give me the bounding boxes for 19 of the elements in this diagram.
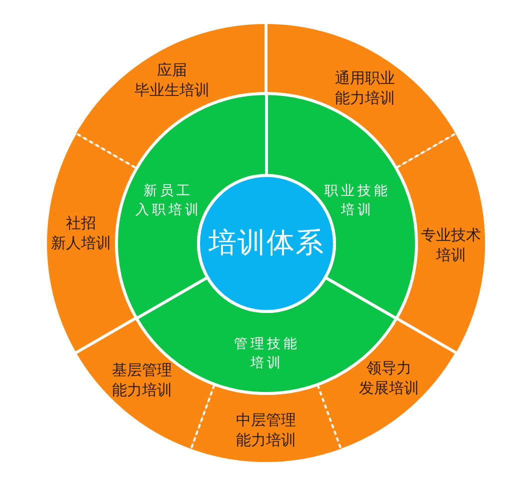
segment-text: 通用职业能力培训 [335,68,395,108]
segment-text: 应届毕业生培训 [134,60,210,100]
outer-ring-segment [396,134,485,352]
segment-text: 新员工入职培训 [134,182,202,220]
outer-ring-segment [76,318,215,449]
center-title: 培训体系 [208,227,324,259]
inner-ring-segment [264,92,418,320]
segment-text: 管理技能培训 [233,335,300,373]
segment-text: 社招新人培训 [51,213,111,253]
outer-ring-segment [266,24,456,168]
outer-ring-segment [317,318,456,449]
outer-ring-segment [191,384,341,462]
segment-text: 专业技术培训 [420,225,481,265]
segment-text: 职业技能培训 [323,182,390,220]
segment-text: 中层管理能力培训 [236,410,296,450]
segment-text: 基层管理能力培训 [112,360,172,400]
outer-ring-segment [47,134,136,352]
segment-text: 领导力发展培训 [358,358,419,398]
outer-ring-segment [76,24,266,168]
